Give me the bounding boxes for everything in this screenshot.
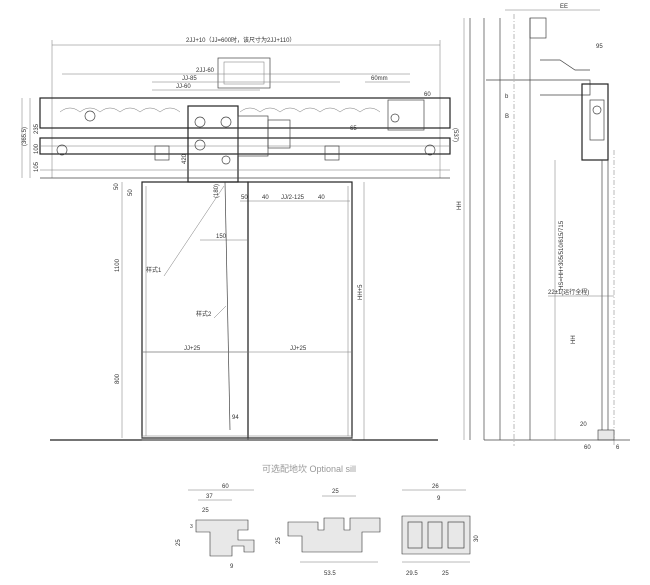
sill-profile-2: 25 25 53.5 bbox=[276, 489, 381, 577]
dim-20: 20 bbox=[580, 422, 587, 428]
dim-60mm: 60mm bbox=[371, 76, 388, 82]
dim-ee: EE bbox=[560, 4, 568, 10]
dim-60-right: 60 bbox=[424, 92, 431, 98]
label-style2: 样式2 bbox=[196, 310, 212, 318]
dim-jj2-125: JJ/2-125 bbox=[281, 195, 305, 201]
dim-jj-60: JJ-60 bbox=[176, 84, 191, 90]
front-view: 2JJ+10（JJ=600时，该尺寸为2JJ+110） 2JJ-60 JJ-85… bbox=[21, 36, 458, 441]
sill3-dim-295: 29.5 bbox=[406, 571, 418, 577]
sill3-dim-9: 9 bbox=[437, 496, 441, 502]
dim-365: (365.5) bbox=[22, 127, 28, 146]
sill3-dim-25: 25 bbox=[442, 571, 449, 577]
dim-hs: HS=HH+305/510/615/715 bbox=[559, 220, 565, 290]
dim-95: 95 bbox=[596, 44, 603, 50]
dim-50-left2: 50 bbox=[128, 189, 134, 196]
sill3-dim-30: 30 bbox=[474, 535, 480, 542]
dim-180: (180) bbox=[214, 184, 220, 198]
sill1-dim-3: 3 bbox=[190, 524, 193, 530]
dim-94: 94 bbox=[232, 415, 239, 421]
dim-537: (537) bbox=[452, 128, 458, 142]
sill2-dim-535: 53.5 bbox=[324, 571, 336, 577]
dim-40-b: 40 bbox=[318, 195, 325, 201]
sill-caption: 可选配地坎 Optional sill bbox=[262, 463, 356, 474]
dim-420: 420 bbox=[182, 153, 188, 164]
dim-6: 6 bbox=[616, 445, 620, 451]
dim-b-large: B bbox=[505, 114, 509, 120]
dim-800: 800 bbox=[115, 373, 121, 384]
sill1-dim-25: 25 bbox=[202, 508, 209, 514]
sill-profile-3: 26 9 30 29.5 25 bbox=[401, 484, 480, 577]
dim-105: 105 bbox=[34, 161, 40, 172]
dim-40-a: 40 bbox=[262, 195, 269, 201]
sill3-dim-26: 26 bbox=[432, 484, 439, 490]
sill2-dim-25v: 25 bbox=[276, 537, 282, 544]
side-view: EE 95 b B HH HS=HH+305/510/615/715 22±1(… bbox=[457, 4, 630, 451]
dim-50-left: 50 bbox=[114, 183, 120, 190]
dim-100: 100 bbox=[34, 143, 40, 154]
dim-hh5: HH+5 bbox=[358, 284, 364, 300]
dim-1100: 1100 bbox=[115, 258, 121, 272]
sill1-dim-37: 37 bbox=[206, 494, 213, 500]
dim-jj25-left: JJ+25 bbox=[184, 346, 201, 352]
dim-50-mid: 50 bbox=[241, 195, 248, 201]
dim-150: 150 bbox=[216, 234, 227, 240]
sill1-dim-9: 9 bbox=[230, 564, 234, 570]
dim-22-running: 22±1(运行全程) bbox=[548, 288, 589, 296]
dim-b-small: b bbox=[505, 94, 509, 100]
sill-profile-1: 60 37 25 3 25 9 bbox=[176, 484, 255, 570]
sill2-dim-25: 25 bbox=[332, 489, 339, 495]
dim-jj25-right: JJ+25 bbox=[290, 346, 307, 352]
dim-jj-85: JJ-85 bbox=[182, 76, 197, 82]
dim-2jj-60: 2JJ-60 bbox=[196, 68, 215, 74]
dim-60-side: 60 bbox=[584, 445, 591, 451]
dim-235: 235 bbox=[34, 123, 40, 134]
label-style1: 样式1 bbox=[146, 266, 162, 274]
sill1-dim-60: 60 bbox=[222, 484, 229, 490]
dim-hh-top: HH bbox=[457, 201, 463, 210]
dim-hh: HH bbox=[571, 335, 577, 344]
dim-65: 65 bbox=[350, 126, 357, 132]
dim-top-overall: 2JJ+10（JJ=600时，该尺寸为2JJ+110） bbox=[186, 36, 295, 44]
sill1-dim-25v: 25 bbox=[176, 539, 182, 546]
